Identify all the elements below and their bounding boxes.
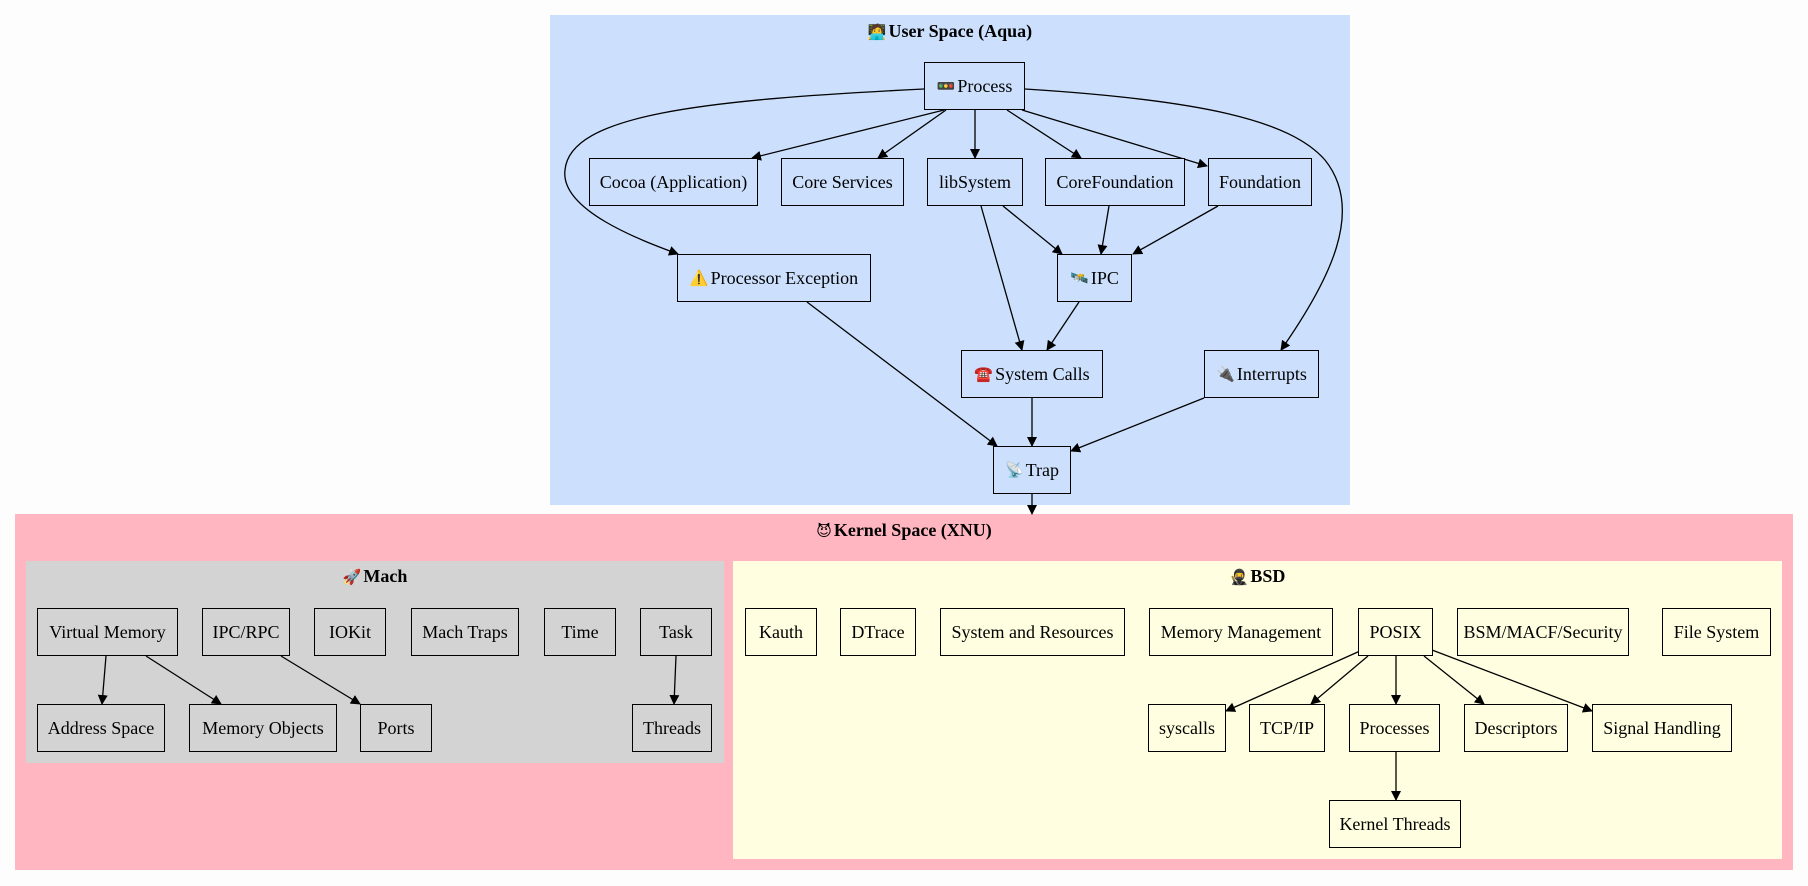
traffic-light-icon: 🚥 <box>936 77 956 95</box>
cluster-bsd-title: 🥷BSD <box>733 566 1782 587</box>
rocket-icon: 🚀 <box>342 568 362 586</box>
node-processes[interactable]: Processes <box>1349 704 1440 752</box>
node-libsystem[interactable]: libSystem <box>927 158 1023 206</box>
satellite-icon: 🛰️ <box>1070 269 1089 287</box>
node-virtual-memory-label: Virtual Memory <box>49 621 166 642</box>
node-signal-handling[interactable]: Signal Handling <box>1592 704 1732 752</box>
ninja-icon: 🥷 <box>1229 568 1249 586</box>
node-posix-label: POSIX <box>1369 621 1422 642</box>
cluster-bsd-label: BSD <box>1250 566 1286 586</box>
cluster-mach-label: Mach <box>363 566 408 586</box>
node-ports-label: Ports <box>377 717 415 738</box>
node-corefoundation[interactable]: CoreFoundation <box>1045 158 1185 206</box>
node-processes-label: Processes <box>1359 717 1430 738</box>
node-corefoundation-label: CoreFoundation <box>1056 171 1174 192</box>
node-tcpip[interactable]: TCP/IP <box>1249 704 1325 752</box>
node-address-space-label: Address Space <box>47 717 155 738</box>
node-file-system-label: File System <box>1673 621 1760 642</box>
node-process[interactable]: 🚥Process <box>924 62 1025 110</box>
node-iokit-label: IOKit <box>329 621 371 642</box>
node-syscalls[interactable]: syscalls <box>1148 704 1226 752</box>
telephone-icon: ☎️ <box>974 365 994 383</box>
node-task[interactable]: Task <box>640 608 712 656</box>
node-trap-label: Trap <box>1025 459 1060 480</box>
node-system-calls[interactable]: ☎️System Calls <box>961 350 1103 398</box>
node-kernel-threads-label: Kernel Threads <box>1339 813 1451 834</box>
node-trap[interactable]: 📡Trap <box>993 446 1071 494</box>
node-virtual-memory[interactable]: Virtual Memory <box>37 608 178 656</box>
node-descriptors[interactable]: Descriptors <box>1464 704 1568 752</box>
node-ipc[interactable]: 🛰️IPC <box>1057 254 1132 302</box>
node-ipc-label: IPC <box>1090 267 1119 288</box>
node-processor-exception-label: Processor Exception <box>710 267 859 288</box>
node-memory-management[interactable]: Memory Management <box>1149 608 1333 656</box>
node-iokit[interactable]: IOKit <box>314 608 386 656</box>
node-signal-handling-label: Signal Handling <box>1603 717 1721 738</box>
node-system-resources-label: System and Resources <box>951 621 1114 642</box>
node-address-space[interactable]: Address Space <box>37 704 165 752</box>
node-system-calls-label: System Calls <box>995 363 1090 384</box>
node-kauth-label: Kauth <box>759 621 803 642</box>
node-task-label: Task <box>659 621 693 642</box>
node-process-label: Process <box>957 75 1013 96</box>
node-bsm-label: BSM/MACF/Security <box>1463 621 1623 642</box>
node-descriptors-label: Descriptors <box>1474 717 1558 738</box>
node-core-services[interactable]: Core Services <box>781 158 904 206</box>
node-file-system[interactable]: File System <box>1662 608 1771 656</box>
satellite-dish-icon: 📡 <box>1004 461 1024 479</box>
cluster-user-space-label: User Space (Aqua) <box>888 21 1033 41</box>
node-ipc-rpc-label: IPC/RPC <box>212 621 280 642</box>
node-time-label: Time <box>561 621 599 642</box>
node-tcpip-label: TCP/IP <box>1259 717 1315 738</box>
node-cocoa-label: Cocoa (Application) <box>599 171 748 192</box>
node-foundation[interactable]: Foundation <box>1208 158 1312 206</box>
node-memory-objects-label: Memory Objects <box>202 717 324 738</box>
node-mach-traps-label: Mach Traps <box>422 621 508 642</box>
node-dtrace[interactable]: DTrace <box>840 608 916 656</box>
node-foundation-label: Foundation <box>1218 171 1301 192</box>
cluster-kernel-space-label: Kernel Space (XNU) <box>833 520 992 540</box>
node-syscalls-label: syscalls <box>1159 717 1215 738</box>
devil-face-icon: 😈 <box>816 522 832 540</box>
node-bsm[interactable]: BSM/MACF/Security <box>1457 608 1629 656</box>
technologist-icon: 🧑‍💻 <box>867 23 887 41</box>
warning-icon: ⚠️ <box>689 269 709 287</box>
node-posix[interactable]: POSIX <box>1358 608 1433 656</box>
node-core-services-label: Core Services <box>792 171 893 192</box>
node-processor-exception[interactable]: ⚠️Processor Exception <box>677 254 871 302</box>
cluster-user-space-title: 🧑‍💻User Space (Aqua) <box>550 21 1350 42</box>
node-threads[interactable]: Threads <box>632 704 712 752</box>
node-memory-objects[interactable]: Memory Objects <box>189 704 337 752</box>
cluster-kernel-space-title: 😈Kernel Space (XNU) <box>15 520 1793 541</box>
node-system-resources[interactable]: System and Resources <box>940 608 1125 656</box>
node-libsystem-label: libSystem <box>938 171 1011 192</box>
node-ports[interactable]: Ports <box>360 704 432 752</box>
node-interrupts-label: Interrupts <box>1236 363 1307 384</box>
node-ipc-rpc[interactable]: IPC/RPC <box>202 608 290 656</box>
plug-icon: 🔌 <box>1216 365 1235 383</box>
node-threads-label: Threads <box>643 717 701 738</box>
node-mach-traps[interactable]: Mach Traps <box>411 608 519 656</box>
node-dtrace-label: DTrace <box>851 621 905 642</box>
node-memory-management-label: Memory Management <box>1160 621 1322 642</box>
cluster-mach-title: 🚀Mach <box>26 566 724 587</box>
node-kauth[interactable]: Kauth <box>745 608 817 656</box>
node-kernel-threads[interactable]: Kernel Threads <box>1329 800 1461 848</box>
node-interrupts[interactable]: 🔌Interrupts <box>1204 350 1319 398</box>
node-time[interactable]: Time <box>544 608 616 656</box>
node-cocoa[interactable]: Cocoa (Application) <box>589 158 758 206</box>
